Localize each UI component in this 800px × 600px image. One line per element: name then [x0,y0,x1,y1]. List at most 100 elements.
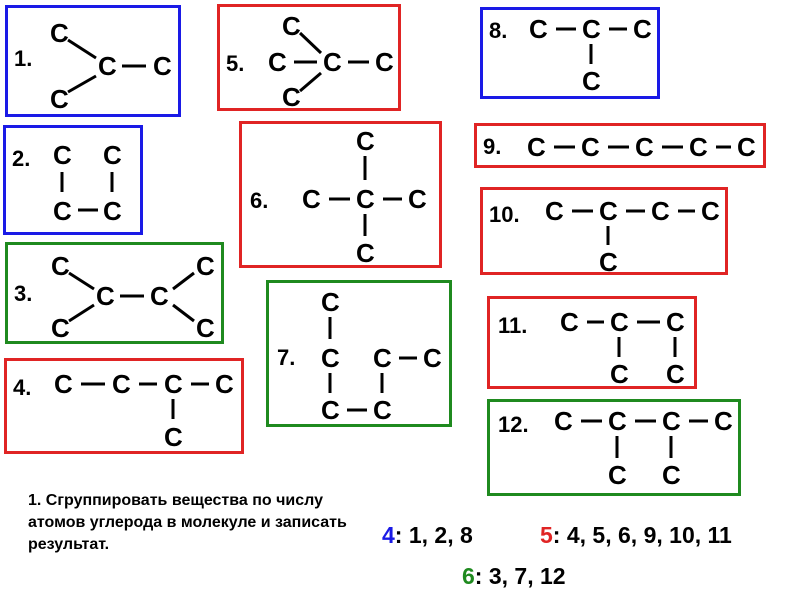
carbon-atom: C [582,14,601,44]
carbon-atom: C [50,18,69,48]
bonds [587,320,677,357]
carbon-atom: C [282,82,301,112]
carbon-atom: C [53,140,72,170]
answer-items: 4, 5, 6, 9, 10, 11 [566,522,732,548]
carbon-atom: C [529,14,548,44]
carbon-atom: C [196,313,215,343]
structure-box-10: 10. C C C C C [480,187,728,275]
carbon-atom: C [321,343,340,373]
bonds [67,38,146,94]
carbon-atom: C [633,14,652,44]
carbon-atom: C [282,11,301,41]
answer-items: 1, 2, 8 [408,522,473,548]
structure-box-3: 3. C C C C C C [5,242,224,344]
carbon-atom: C [408,184,427,214]
carbon-atom: C [268,47,287,77]
carbon-atom: C [112,369,131,399]
carbon-atom: C [662,460,681,490]
carbon-atom: C [215,369,234,399]
carbon-atom: C [635,132,654,162]
carbon-atom: C [527,132,546,162]
structure-box-5: 5. C C C C C [217,4,401,111]
carbon-atom: C [608,460,627,490]
box-number: 2. [12,146,31,171]
bonds [556,27,627,64]
carbon-atom: C [51,313,70,343]
carbon-atom: C [196,251,215,281]
carbon-atom: C [666,359,685,389]
carbon-atom: C [98,51,117,81]
carbon-atom: C [375,47,394,77]
bonds [572,209,695,245]
carbon-atom: C [662,406,681,436]
structure-box-6: 6. C C C C C [239,121,442,268]
carbon-atom: C [651,196,670,226]
answer-items: 3, 7, 12 [488,563,566,589]
carbon-atom: C [54,369,73,399]
carbon-atom: C [103,196,122,226]
carbon-atom: C [423,343,442,373]
carbon-atom: C [608,406,627,436]
structure-box-4: 4. C C C C C [4,358,244,454]
carbon-atom: C [96,281,115,311]
answer-4: 4: 1, 2, 8 [382,522,473,549]
carbon-atom: C [545,196,564,226]
carbon-atom: C [150,281,169,311]
box-number: 1. [14,46,33,71]
carbon-atom: C [373,343,392,373]
box-number: 12. [498,412,529,437]
box-number: 7. [277,345,296,370]
carbon-atom: C [560,307,579,337]
carbon-atom: C [554,406,573,436]
box-number: 9. [483,134,502,159]
carbon-atom: C [610,307,629,337]
carbon-atom: C [701,196,720,226]
bonds [60,172,114,212]
carbon-atom: C [302,184,321,214]
bonds [294,31,369,93]
carbon-atom: C [164,422,183,452]
bonds [68,271,195,323]
carbon-atom: C [581,132,600,162]
carbon-atom: C [599,196,618,226]
box-number: 4. [13,375,32,400]
carbon-atom: C [689,132,708,162]
box-number: 11. [498,313,528,338]
structure-box-11: 11. C C C C C [487,296,697,389]
bonds [581,419,708,458]
answer-key: 6 [462,563,475,589]
structure-box-7: 7. C C C C C C [266,280,452,427]
carbon-atom: C [666,307,685,337]
carbon-atom: C [599,247,618,277]
bonds [328,317,417,412]
carbon-atom: C [714,406,733,436]
carbon-atom: C [103,140,122,170]
structure-box-2: 2. C C C C [3,125,143,235]
answer-key: 4 [382,522,395,548]
carbon-atom: C [582,66,601,96]
box-number: 8. [489,18,508,43]
bonds [81,382,209,419]
bonds [554,145,731,149]
structure-box-12: 12. C C C C C C [487,399,741,496]
carbon-atom: C [50,84,69,114]
structure-box-9: 9. C C C C C [474,123,766,168]
carbon-atom: C [356,126,375,156]
box-number: 5. [226,51,245,76]
carbon-atom: C [610,359,629,389]
carbon-atom: C [356,238,375,268]
box-number: 6. [250,188,269,213]
carbon-atom: C [356,184,375,214]
box-number: 3. [14,281,33,306]
carbon-atom: C [321,395,340,425]
task-text: 1. Сгруппировать вещества по числу атомо… [28,492,347,553]
carbon-atom: C [373,395,392,425]
structure-box-8: 8. C C C C [480,7,660,99]
carbon-atom: C [323,47,342,77]
answer-sep: : [474,563,483,589]
carbon-atom: C [164,369,183,399]
structure-box-1: 1. C C C C [5,5,181,117]
carbon-atom: C [53,196,72,226]
carbon-atom: C [737,132,756,162]
answer-key: 5 [540,522,553,548]
